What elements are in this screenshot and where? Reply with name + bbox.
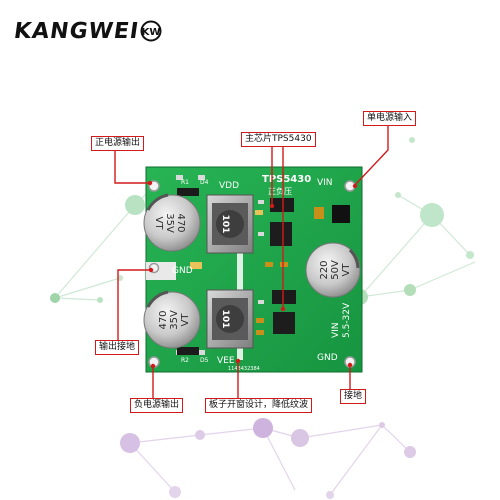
input-range-label: 5.5-32V (342, 302, 352, 338)
cap-left-bottom-value: 470 (158, 310, 169, 329)
vin-side-label: VIN (331, 322, 341, 338)
callout-negative-output: 负电源输出 (130, 398, 184, 413)
inductor-top-mark: 101 (220, 215, 230, 234)
ref-r1: R1 (181, 179, 189, 186)
board-subtitle: 正负压 (268, 186, 292, 196)
callout-board-slot: 板子开窗设计，降低纹波 (205, 398, 313, 413)
inductor-bottom-mark: 101 (220, 310, 230, 329)
cap-left-top-value: 470 (175, 213, 186, 232)
capacitor-left-bottom (143, 290, 201, 349)
inductor-bottom (206, 289, 254, 349)
vee-label: VEE (217, 356, 235, 366)
brand-logo: KANGWEI KW (12, 14, 162, 48)
callout-ground: 接地 (340, 389, 367, 404)
cap-left-bottom-voltage: 35V (169, 310, 180, 330)
cap-left-top-series: VT (153, 217, 164, 231)
smd-components (177, 188, 350, 355)
ref-d4: D4 (200, 179, 209, 186)
cap-right-voltage: 50V (330, 260, 341, 280)
cap-right-series: VT (341, 263, 352, 277)
mounting-hole (148, 180, 356, 368)
vdd-label: VDD (219, 181, 239, 191)
cap-right-value: 220 (319, 260, 330, 279)
serial-number: 1143432384 (228, 366, 260, 372)
ref-d5: D5 (200, 357, 209, 364)
gnd-left-label: GND (172, 266, 193, 276)
capacitor-left-top (143, 193, 201, 252)
inductor-top (206, 194, 254, 254)
board-title: TPS5430 (262, 174, 311, 185)
callout-single-input: 单电源输入 (363, 111, 417, 126)
callout-main-chip: 主芯片TPS5430 (241, 132, 316, 147)
cap-left-bottom-series: VT (180, 313, 191, 327)
gnd-bottom-label: GND (317, 353, 338, 363)
brand-badge-icon: KW (140, 20, 162, 42)
ref-r2: R2 (181, 357, 189, 364)
cap-left-top-voltage: 35V (164, 213, 175, 233)
vin-top-label: VIN (317, 178, 333, 188)
callout-output-ground: 输出接地 (95, 340, 140, 355)
brand-badge-letters: KW (142, 27, 161, 38)
callout-positive-output: 正电源输出 (91, 136, 145, 151)
capacitor-right (305, 242, 361, 298)
